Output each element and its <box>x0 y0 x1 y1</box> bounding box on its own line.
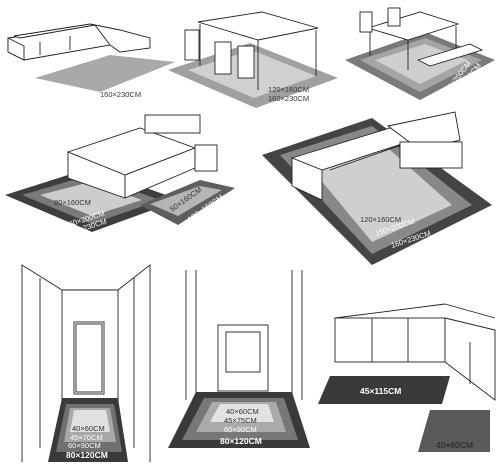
kitchen-cabinets-icon <box>334 303 496 401</box>
kitchen-runner-label: 45×115CM <box>360 386 401 396</box>
corridor-walls-icon <box>21 264 151 462</box>
corridor-rug-2-label: 45×70CM <box>70 433 103 442</box>
living-room-scene: 120×160CM 150×200CM 160×230CM <box>262 111 492 265</box>
corridor-scene: 40×60CM 45×70CM 60×90CM 80×120CM <box>21 264 151 462</box>
bed-rug-inner <box>40 182 142 216</box>
living-rug-inner-label: 120×160CM <box>360 215 401 224</box>
entrance-scene: 40×60CM 45×75CM 60×90CM 80×120CM <box>168 270 310 448</box>
dining-bench-scene: 150×200CM 150×200CM 160×230CM <box>345 7 495 101</box>
kitchen-runner-rug <box>318 376 450 404</box>
side-rug-inner <box>150 186 222 216</box>
kitchen-corner-label: 40×60CM <box>436 440 473 450</box>
entrance-rug-1-label: 40×60CM <box>226 407 259 416</box>
dining-rug-inner-label: 120×160CM <box>268 85 309 94</box>
sofa-rug <box>35 55 175 92</box>
entrance-rug-3-label: 60×90CM <box>224 425 257 434</box>
bedroom-scene: 80×160CM 160×200CM 160×230CM 50×160CM 10… <box>5 114 235 238</box>
corridor-rug-4-label: 80×120CM <box>66 450 108 460</box>
sofa-rug-label: 160×230CM <box>100 90 141 99</box>
corridor-rug-inner <box>70 410 110 432</box>
kitchen-scene: 45×115CM 40×60CM <box>318 303 496 452</box>
dining-rug-outer-label: 160×230CM <box>268 94 309 103</box>
entrance-rug-2-label: 45×75CM <box>224 416 257 425</box>
entrance-rug-inner <box>210 404 274 422</box>
sectional-sofa-icon <box>290 111 463 201</box>
sofa-scene: 160×230CM <box>7 23 175 99</box>
bed-icon <box>66 114 218 199</box>
kitchen-corner-rug <box>418 410 490 452</box>
sofa-icon <box>7 23 151 61</box>
entrance-rug-4-label: 80×120CM <box>220 436 262 446</box>
corridor-rug-3-label: 60×90CM <box>68 441 101 450</box>
dining-chairs-scene: 120×160CM 160×230CM <box>168 11 338 108</box>
entrance-walls-icon <box>185 270 303 400</box>
corridor-rug-1-label: 40×60CM <box>72 424 105 433</box>
dining-table-icon <box>184 11 319 90</box>
bench-table-icon <box>359 7 484 70</box>
bed-small-rug-label: 80×160CM <box>54 198 91 207</box>
